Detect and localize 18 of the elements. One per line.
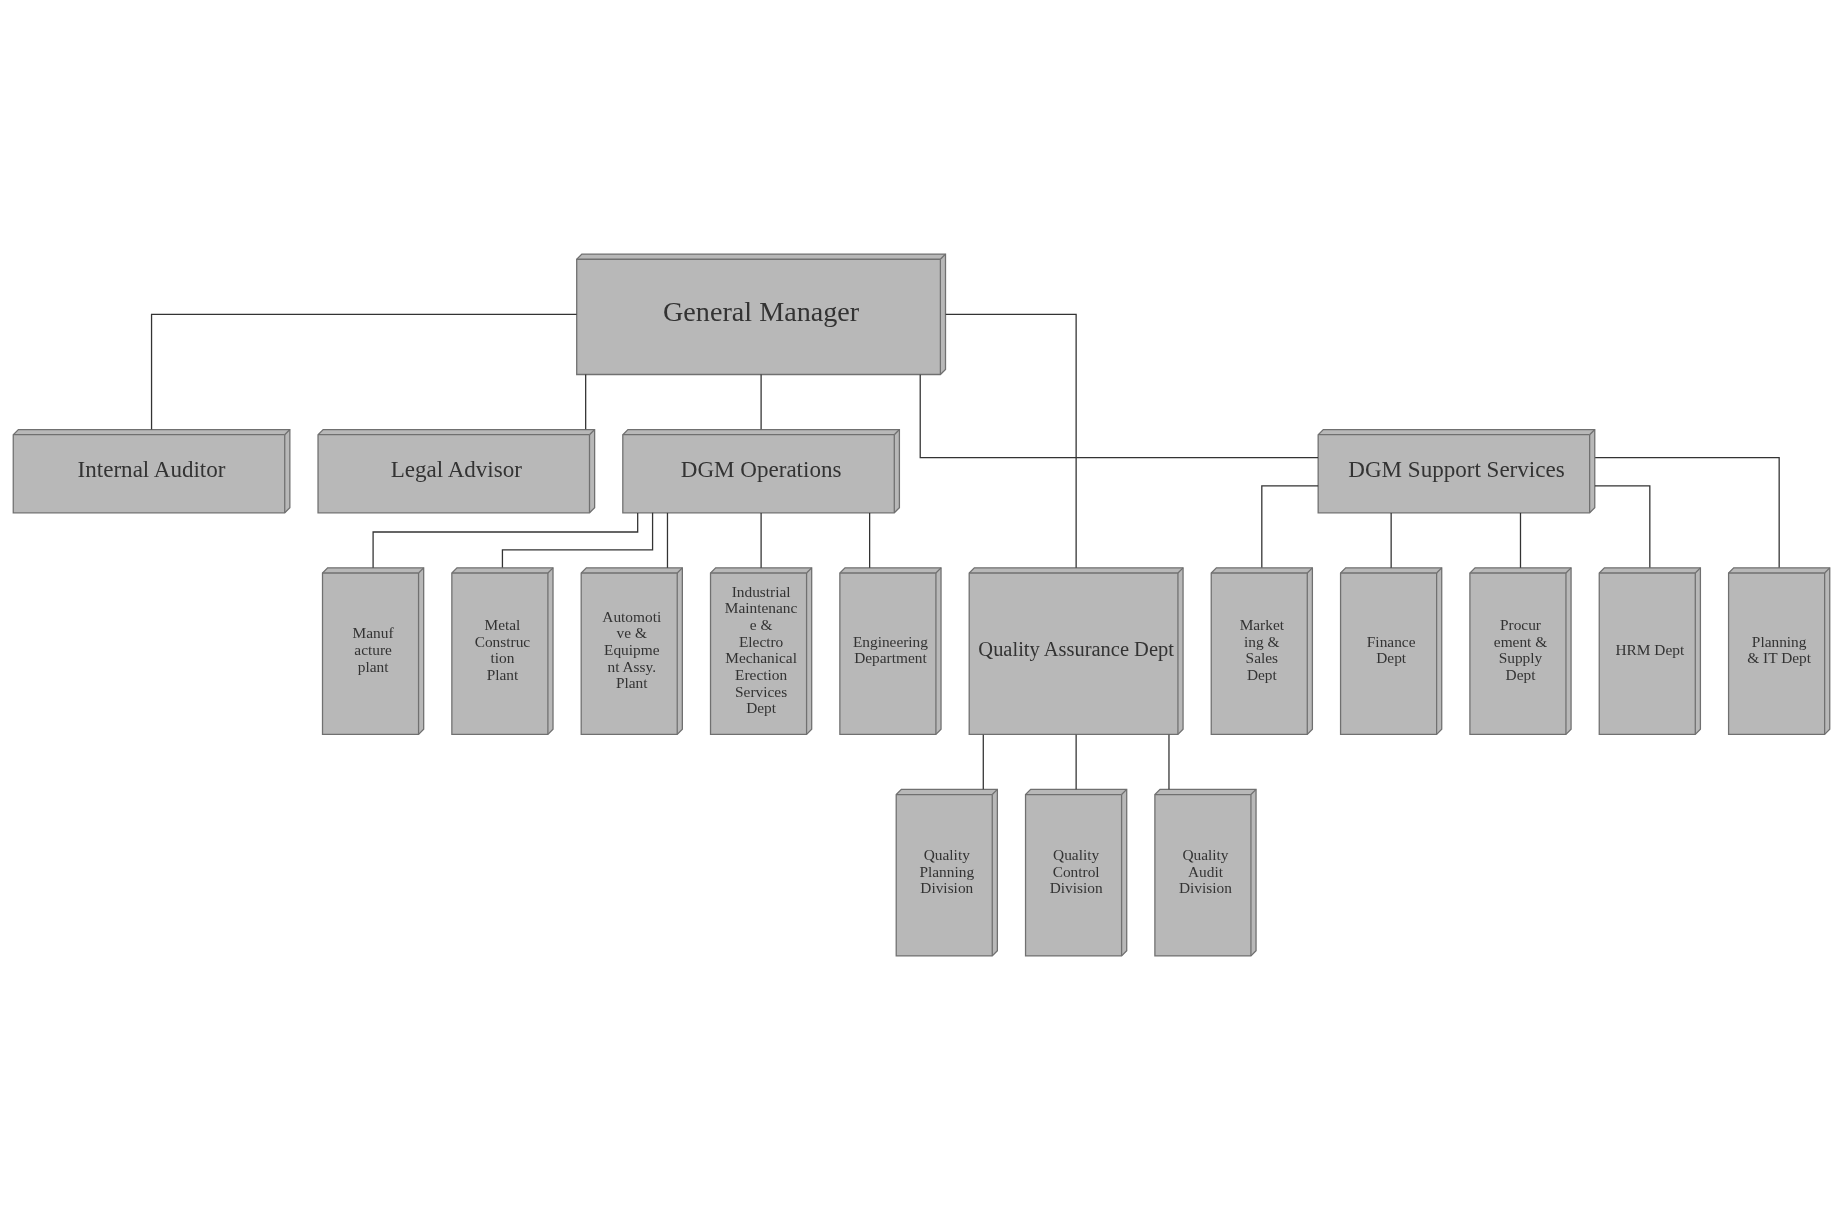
connector <box>945 313 1077 569</box>
connector <box>1261 485 1319 569</box>
connector <box>1390 512 1392 569</box>
connector <box>501 512 654 569</box>
connector <box>1168 734 1170 790</box>
connector <box>1519 512 1522 569</box>
connector <box>760 512 762 569</box>
connector <box>666 512 669 569</box>
connector <box>1594 485 1651 569</box>
connector <box>1075 734 1077 790</box>
connector <box>372 512 639 569</box>
connector <box>150 313 578 431</box>
connector <box>982 734 984 790</box>
connector <box>760 373 762 430</box>
connector <box>919 374 1319 459</box>
connector <box>585 373 587 430</box>
connector <box>1594 457 1780 569</box>
connector <box>869 512 871 569</box>
